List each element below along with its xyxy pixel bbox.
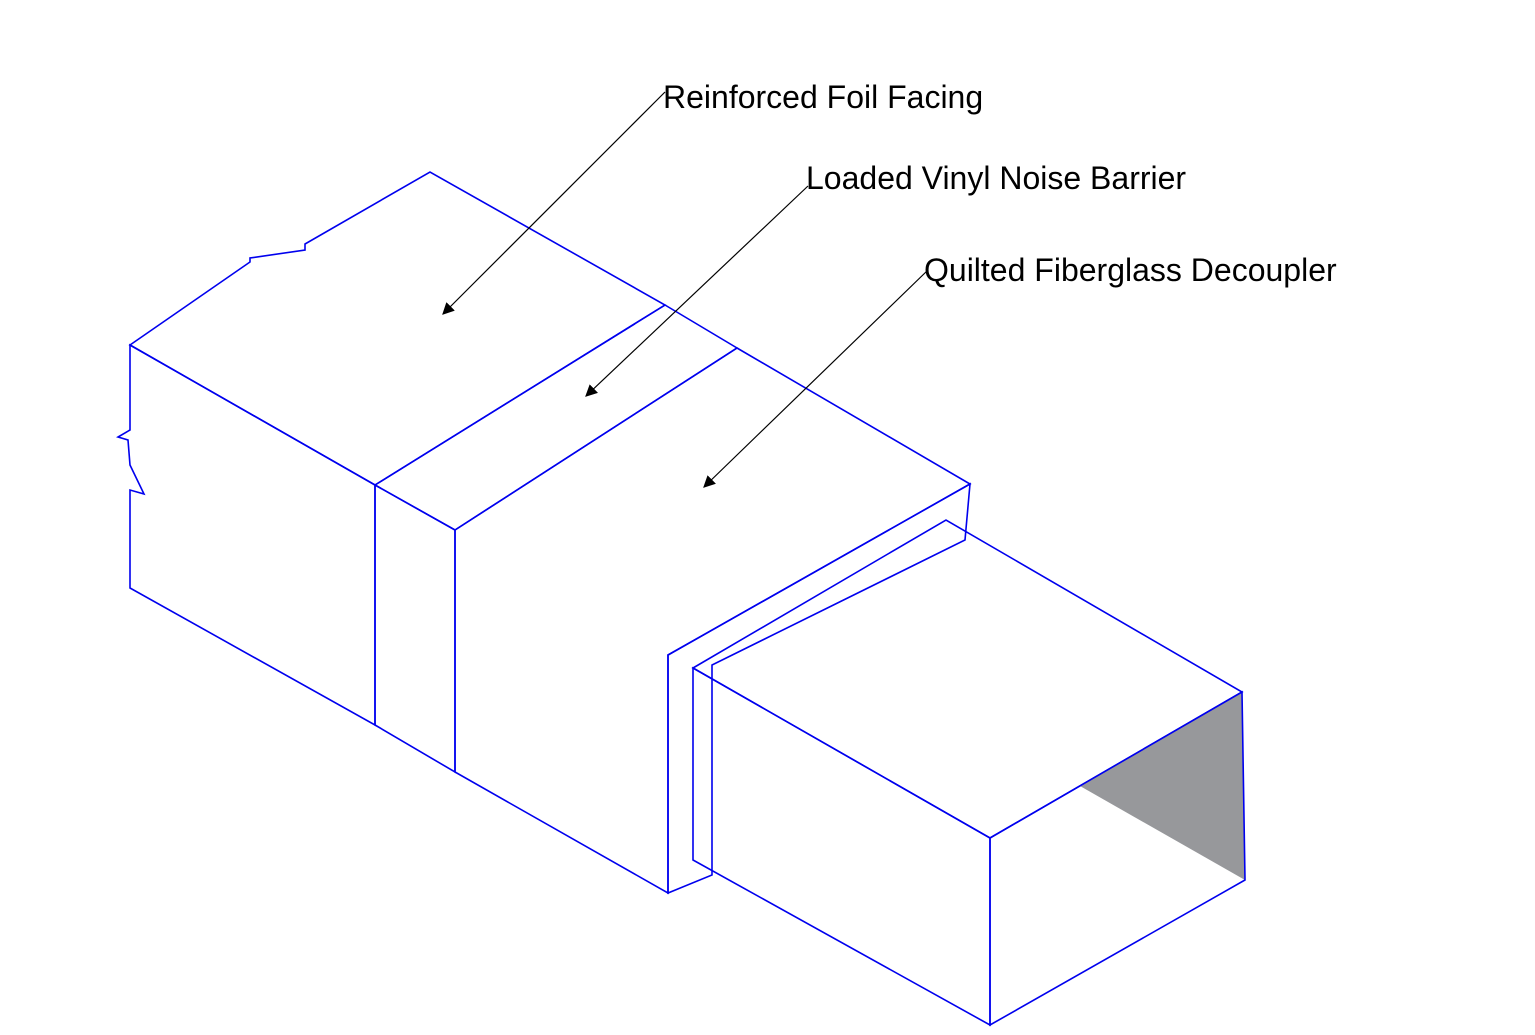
foil-label: Reinforced Foil Facing xyxy=(663,79,983,115)
vinyl-leader-arrow xyxy=(585,185,809,397)
fiberglass-label: Quilted Fiberglass Decoupler xyxy=(924,252,1337,288)
fiberglass-leader-arrow xyxy=(703,269,929,488)
vinyl-left-face xyxy=(374,483,456,774)
duct-interior xyxy=(1080,692,1245,880)
fiberglass-front-face xyxy=(667,482,971,895)
foil-leader-arrow xyxy=(442,91,666,315)
foil-top-face xyxy=(128,171,667,486)
vinyl-top-face xyxy=(373,304,739,531)
vinyl-label: Loaded Vinyl Noise Barrier xyxy=(806,160,1186,196)
foil-left-face xyxy=(116,343,376,727)
duct-left-face xyxy=(692,666,991,1027)
duct-end-opening xyxy=(989,690,1246,1027)
